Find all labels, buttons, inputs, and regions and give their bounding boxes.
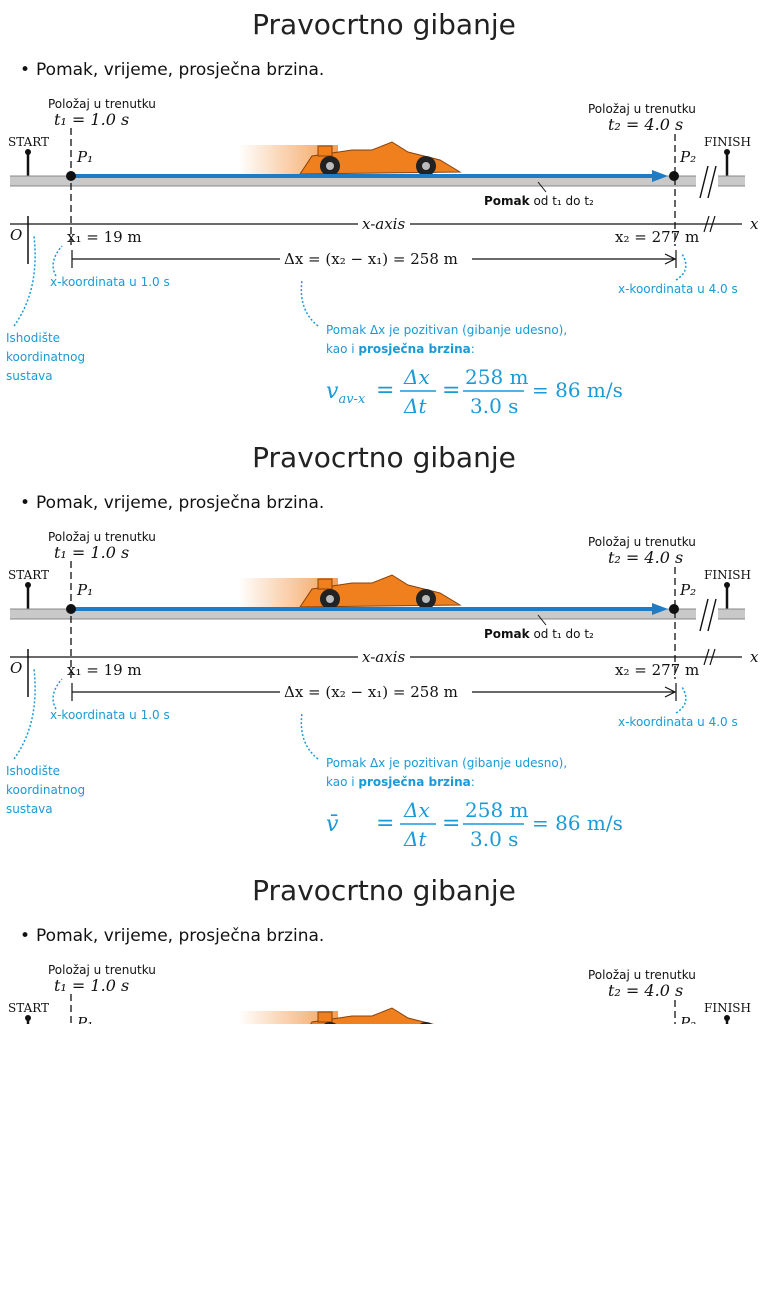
road-break-icon [699, 598, 709, 632]
position-label-t2: Položaj u trenutku [588, 102, 696, 116]
position-label-t1: Položaj u trenutku [48, 97, 156, 111]
origin-note-line2: koordinatnog [6, 783, 85, 797]
start-label: START [8, 135, 49, 149]
time-t1: t₁ = 1.0 s [54, 110, 129, 129]
delta-x-equation: Δx = (x₂ − x₁) = 258 m [284, 683, 458, 701]
x1-value: x₁ = 19 m [67, 661, 142, 679]
x-axis-end-label: x [750, 215, 759, 233]
origin-note-line3: sustava [6, 369, 53, 383]
race-car-icon [238, 574, 462, 609]
fraction1-denominator: Δt [403, 827, 427, 851]
start-label: START [8, 1001, 49, 1015]
fraction1-numerator: Δx [403, 798, 430, 822]
bullet-dot-icon: • [20, 926, 31, 946]
time-t1: t₁ = 1.0 s [54, 543, 129, 562]
point-p2-label: P₂ [679, 1014, 696, 1024]
race-car-icon [238, 1007, 435, 1024]
time-t1: t₁ = 1.0 s [54, 976, 129, 995]
x-axis-end-label: x [750, 648, 759, 666]
x-axis-label: x-axis [362, 648, 405, 666]
slide: Pravocrtno gibanje •Pomak, vrijeme, prosj… [0, 866, 768, 1296]
bullet-dot-icon: • [20, 60, 31, 80]
bullet-item: •Pomak, vrijeme, prosječna brzina. [20, 60, 324, 80]
x1-value: x₁ = 19 m [67, 228, 142, 246]
fraction1-numerator: Δx [403, 365, 430, 389]
x2-coordinate-note: x-koordinata u 4.0 s [618, 715, 738, 729]
slide: Pravocrtno gibanje •Pomak, vrijeme, prosj… [0, 433, 768, 863]
velocity-symbol: vav-x [326, 379, 366, 407]
finish-label: FINISH [704, 568, 751, 582]
road-break-icon [699, 165, 709, 199]
road [10, 176, 745, 186]
x2-value: x₂ = 277 m [615, 661, 699, 679]
origin-note-line2: koordinatnog [6, 350, 85, 364]
point-p2-label: P₂ [679, 148, 696, 166]
displacement-label: Pomak od t₁ do t₂ [484, 627, 594, 641]
finish-label: FINISH [704, 1001, 751, 1015]
point-p2 [669, 171, 679, 181]
fraction2-numerator: 258 m [465, 798, 529, 822]
position-label-t2: Položaj u trenutku [588, 535, 696, 549]
position-label-t2: Položaj u trenutku [588, 968, 696, 982]
start-label: START [8, 568, 49, 582]
delta-x-equation: Δx = (x₂ − x₁) = 258 m [284, 250, 458, 268]
position-label-t1: Položaj u trenutku [48, 530, 156, 544]
slide-title: Pravocrtno gibanje [252, 441, 516, 474]
finish-label: FINISH [704, 135, 751, 149]
velocity-result: = 86 m/s [532, 378, 623, 402]
point-p2 [669, 604, 679, 614]
svg-text:=: = [442, 811, 460, 836]
x2-coordinate-note: x-koordinata u 4.0 s [618, 282, 738, 296]
point-p2-label: P₂ [679, 581, 696, 599]
origin-note-line1: Ishodište [6, 764, 60, 778]
fraction2-denominator: 3.0 s [470, 827, 518, 851]
svg-text:=: = [376, 378, 394, 403]
bullet-dot-icon: • [20, 493, 31, 513]
displacement-note-line2: kao i prosječna brzina: [326, 342, 475, 356]
point-p1-label: P₁ [76, 148, 93, 166]
point-p1-label: P₁ [76, 581, 93, 599]
velocity-result: = 86 m/s [532, 811, 623, 835]
road [10, 609, 745, 619]
fraction2-numerator: 258 m [465, 365, 529, 389]
svg-text:=: = [376, 811, 394, 836]
slide-title: Pravocrtno gibanje [252, 8, 516, 41]
race-car-icon [238, 141, 462, 176]
slide: Pravocrtno gibanje •Pomak, vrijeme, prosj… [0, 0, 768, 430]
x1-coordinate-note: x-koordinata u 1.0 s [50, 275, 170, 289]
origin-label: O [10, 659, 22, 677]
time-t2: t₂ = 4.0 s [608, 981, 683, 1000]
displacement-note-line1: Pomak Δx je pozitivan (gibanje udesno), [326, 756, 567, 770]
displacement-label: Pomak od t₁ do t₂ [484, 194, 594, 208]
x1-coordinate-note: x-koordinata u 1.0 s [50, 708, 170, 722]
x2-value: x₂ = 277 m [615, 228, 699, 246]
displacement-note-line2: kao i prosječna brzina: [326, 775, 475, 789]
svg-text:=: = [442, 378, 460, 403]
bullet-item: •Pomak, vrijeme, prosječna brzina. [20, 926, 324, 946]
fraction1-denominator: Δt [403, 394, 427, 418]
point-p1-label: P₁ [76, 1014, 93, 1024]
x-axis-label: x-axis [362, 215, 405, 233]
time-t2: t₂ = 4.0 s [608, 548, 683, 567]
slide-title: Pravocrtno gibanje [252, 874, 516, 907]
origin-note-line3: sustava [6, 802, 53, 816]
bullet-text: Pomak, vrijeme, prosječna brzina. [36, 493, 325, 513]
fraction2-denominator: 3.0 s [470, 394, 518, 418]
time-t2: t₂ = 4.0 s [608, 115, 683, 134]
bullet-text: Pomak, vrijeme, prosječna brzina. [36, 926, 325, 946]
displacement-note-line1: Pomak Δx je pozitivan (gibanje udesno), [326, 323, 567, 337]
origin-label: O [10, 226, 22, 244]
origin-note-line1: Ishodište [6, 331, 60, 345]
position-label-t1: Položaj u trenutku [48, 963, 156, 977]
bullet-text: Pomak, vrijeme, prosječna brzina. [36, 60, 325, 80]
velocity-symbol: v̄ [326, 812, 339, 837]
bullet-item: •Pomak, vrijeme, prosječna brzina. [20, 493, 324, 513]
